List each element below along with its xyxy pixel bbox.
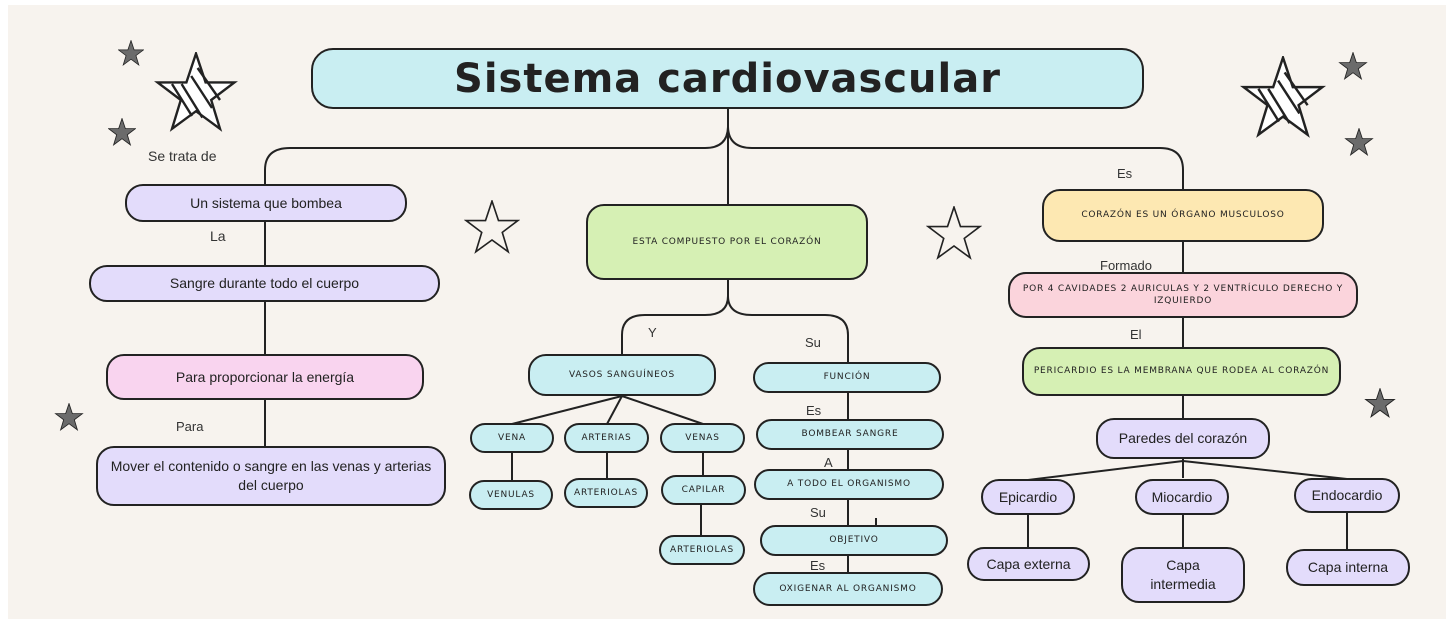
link-label-es-right: Es <box>1117 166 1133 181</box>
link-label-para: Para <box>176 419 204 434</box>
node-cavidades: POR 4 CAVIDADES 2 AURICULAS Y 2 VENTRÍCU… <box>1008 272 1358 318</box>
link-label-es-2: Es <box>810 558 826 573</box>
star-icon <box>54 403 84 431</box>
star-icon <box>108 118 136 146</box>
node-corazon-organo: CORAZÓN ES UN ÓRGANO MUSCULOSO <box>1042 189 1324 242</box>
link-label-su-2: Su <box>810 505 826 520</box>
link-label-a: A <box>824 455 833 470</box>
page-title: Sistema cardiovascular <box>311 48 1144 109</box>
node-arteriolas: ARTERIOLAS <box>564 478 648 508</box>
link-label-se-trata-de: Se trata de <box>148 148 217 164</box>
star-icon <box>1364 388 1396 418</box>
node-pericardio: PERICARDIO ES LA MEMBRANA QUE RODEA AL C… <box>1022 347 1341 396</box>
node-objetivo: OBJETIVO <box>760 525 948 556</box>
link-label-la: La <box>210 228 226 244</box>
outline-star-icon <box>926 206 982 260</box>
node-funcion: FUNCIÓN <box>753 362 941 393</box>
link-label-es: Es <box>806 403 822 418</box>
node-venulas: VENULAS <box>469 480 553 510</box>
node-endocardio: Endocardio <box>1294 478 1400 513</box>
node-proporcionar-energia: Para proporcionar la energía <box>106 354 424 400</box>
node-capa-externa: Capa externa <box>967 547 1090 581</box>
node-mover-contenido: Mover el contenido o sangre en las venas… <box>96 446 446 506</box>
striped-star-icon <box>154 52 238 132</box>
node-arterias: ARTERIAS <box>564 423 649 453</box>
link-label-y: Y <box>648 325 657 340</box>
node-sangre-cuerpo: Sangre durante todo el cuerpo <box>89 265 440 302</box>
star-icon <box>118 40 144 66</box>
link-label-su: Su <box>805 335 821 350</box>
node-paredes-corazon: Paredes del corazón <box>1096 418 1270 459</box>
node-bombear-sangre: BOMBEAR SANGRE <box>756 419 944 450</box>
node-miocardio: Miocardio <box>1135 479 1229 515</box>
node-arteriolas-capilar: ARTERIOLAS <box>659 535 745 565</box>
node-epicardio: Epicardio <box>981 479 1075 515</box>
node-capilar: CAPILAR <box>661 475 746 505</box>
node-capa-interna: Capa interna <box>1286 549 1410 586</box>
node-venas: VENAS <box>660 423 745 453</box>
node-oxigenar: OXIGENAR AL ORGANISMO <box>753 572 943 606</box>
outline-star-icon <box>464 200 520 254</box>
node-sistema-bombea: Un sistema que bombea <box>125 184 407 222</box>
node-vasos-sanguineos: VASOS SANGUÍNEOS <box>528 354 716 396</box>
striped-star-icon <box>1239 56 1327 138</box>
link-label-el: El <box>1130 327 1142 342</box>
star-icon <box>1338 52 1368 80</box>
node-capa-intermedia: Capa intermedia <box>1121 547 1245 603</box>
node-vena: VENA <box>470 423 554 453</box>
node-compuesto-corazon: ESTA COMPUESTO POR EL CORAZÓN <box>586 204 868 280</box>
node-todo-organismo: A TODO EL ORGANISMO <box>754 469 944 500</box>
link-label-formado: Formado <box>1100 258 1153 273</box>
star-icon <box>1344 128 1374 156</box>
